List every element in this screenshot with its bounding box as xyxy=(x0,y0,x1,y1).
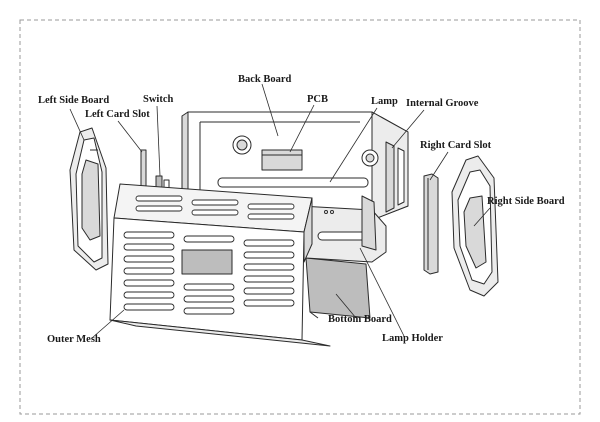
leader-back-board xyxy=(261,83,279,137)
dashed-frame xyxy=(19,19,581,415)
leader-right-card-slot xyxy=(429,151,449,181)
leader-left-card-slot xyxy=(117,120,143,153)
bottom-board-part xyxy=(305,257,371,319)
leader-bottom-board xyxy=(335,293,357,319)
outer-mesh-part xyxy=(109,183,331,347)
right-side-board-part xyxy=(451,155,499,297)
leader-right-side-board xyxy=(473,207,491,227)
leader-left-side-board xyxy=(69,108,85,141)
leader-lamp-holder xyxy=(359,247,405,337)
right-card-slot-part xyxy=(423,173,439,275)
leader-switch xyxy=(156,105,161,177)
switch-part xyxy=(155,175,170,189)
leader-pcb xyxy=(289,104,315,153)
leader-outer-mesh xyxy=(91,309,125,339)
lamp-holder-part xyxy=(299,195,387,263)
left-side-board-part xyxy=(69,127,109,271)
leader-lamp xyxy=(329,107,378,183)
leader-internal-groove xyxy=(391,109,425,149)
